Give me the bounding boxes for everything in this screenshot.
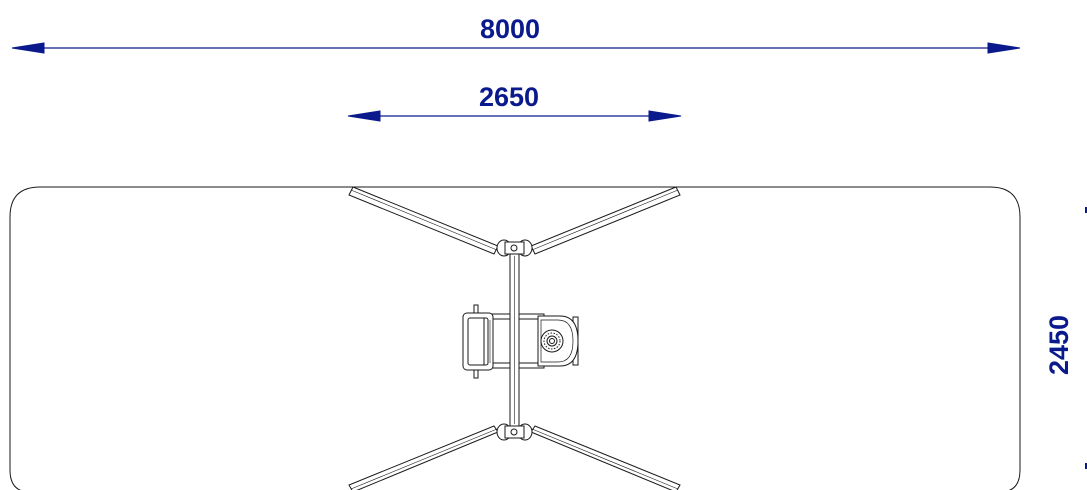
dimension-line-overall-width [11, 42, 1021, 54]
dimension-line-frame-span [347, 110, 682, 122]
backrest-seat [462, 304, 494, 379]
dimension-line-overall-depth [1085, 207, 1087, 469]
top-left-leg [348, 186, 499, 255]
dimension-label-frame-span: 2650 [479, 82, 540, 112]
top-right-leg [530, 186, 681, 255]
bottom-left-leg [348, 425, 499, 490]
dimension-label-overall-width: 8000 [480, 14, 541, 44]
bottom-joint [496, 423, 533, 441]
bottom-right-leg [530, 425, 681, 490]
safety-zone-outline [9, 186, 1021, 490]
central-beam [509, 253, 520, 427]
dimension-label-overall-depth: 2450 [1044, 314, 1074, 375]
spring-seat [537, 315, 579, 367]
top-joint [496, 239, 533, 257]
